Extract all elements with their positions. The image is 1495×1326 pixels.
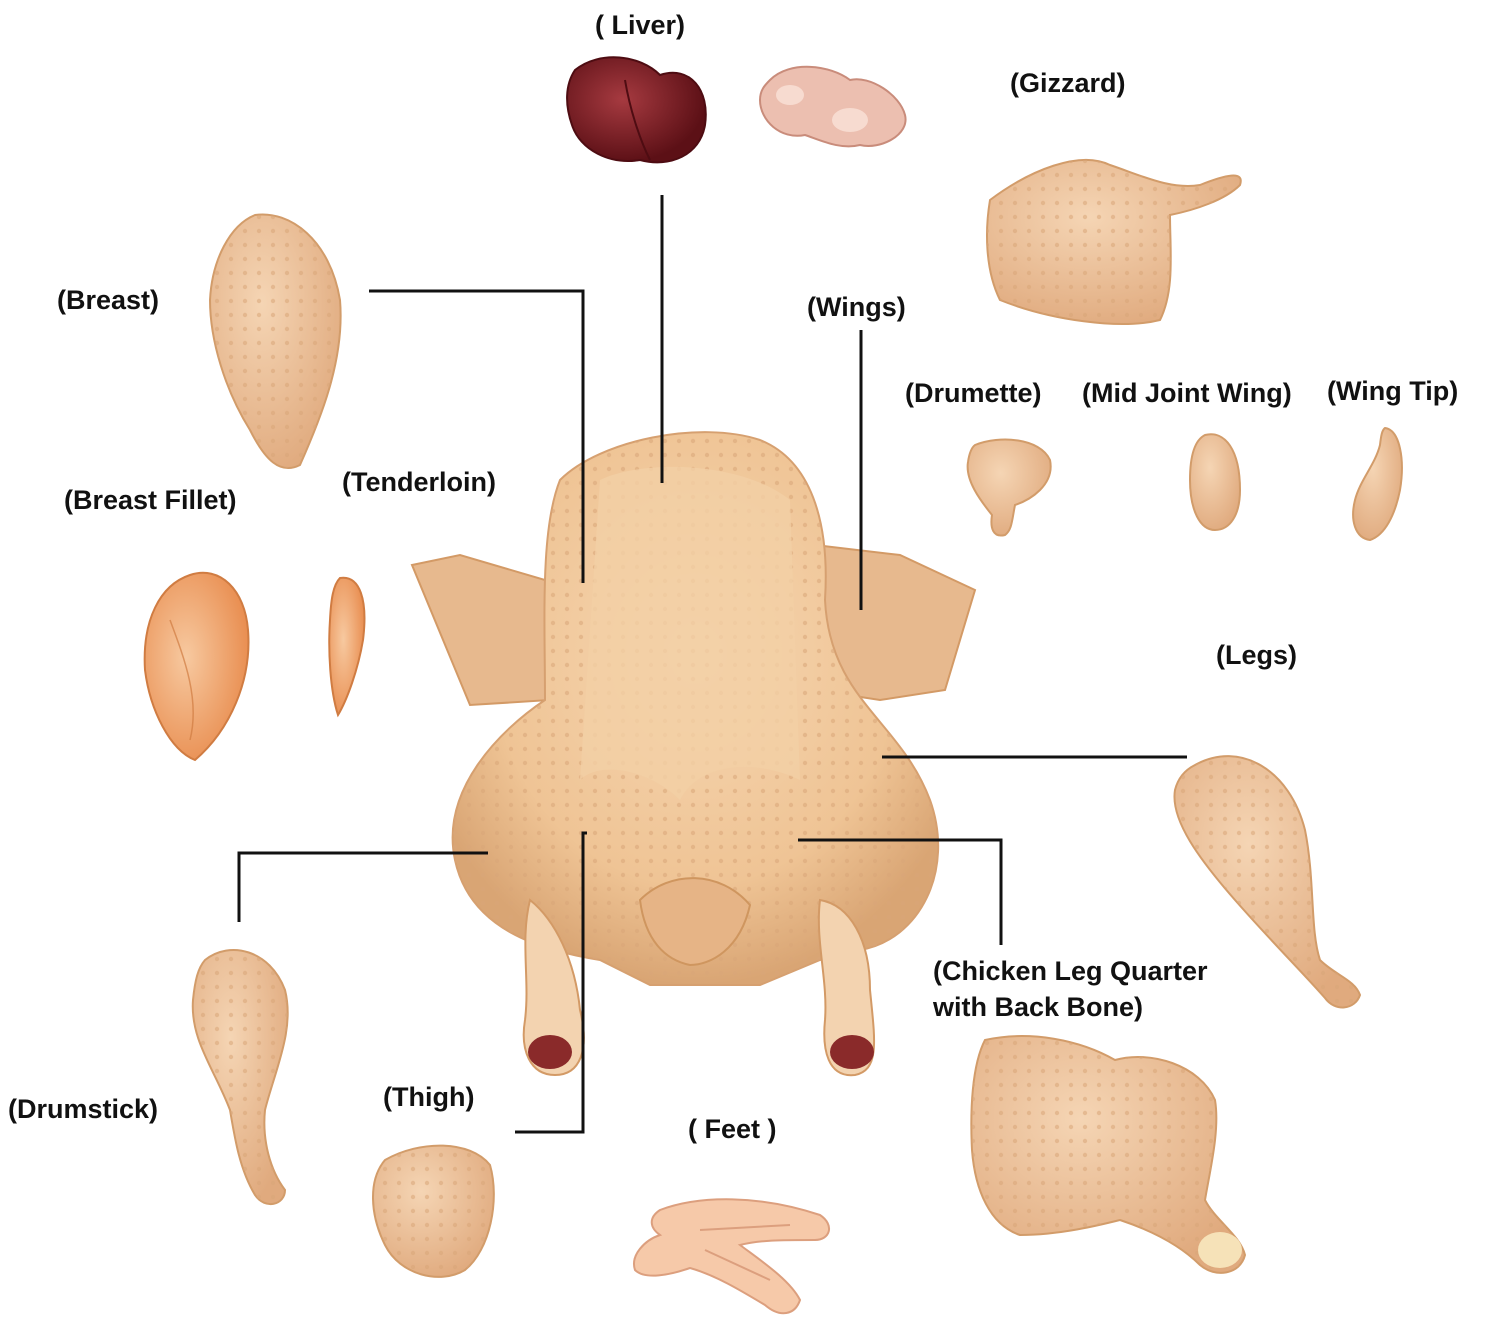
- thigh-image: [373, 1146, 494, 1277]
- label-feet: ( Feet ): [688, 1112, 777, 1147]
- label-breast-fillet: (Breast Fillet): [64, 483, 237, 518]
- drumstick-image: [193, 950, 288, 1204]
- whole-chicken: [412, 432, 975, 1075]
- breast-image: [210, 214, 341, 468]
- whole-chicken-right-leg-bone: [830, 1035, 874, 1069]
- label-wing-tip: (Wing Tip): [1327, 374, 1458, 409]
- feet-image: [634, 1199, 829, 1313]
- whole-chicken-left-wing: [412, 555, 550, 705]
- label-legs: (Legs): [1216, 638, 1297, 673]
- whole-wing-image: [987, 160, 1241, 324]
- label-thigh: (Thigh): [383, 1080, 474, 1115]
- label-wings: (Wings): [807, 290, 906, 325]
- breast-fillet-image: [145, 573, 249, 760]
- label-gizzard: (Gizzard): [1010, 66, 1126, 101]
- liver-image: [567, 57, 706, 162]
- label-drumstick: (Drumstick): [8, 1092, 158, 1127]
- tenderloin-image: [329, 578, 364, 715]
- whole-chicken-left-leg-bone: [528, 1035, 572, 1069]
- label-leg-quarter: (Chicken Leg Quarter with Back Bone): [933, 953, 1208, 1026]
- leader-line-drumstick: [239, 853, 488, 922]
- label-liver: ( Liver): [595, 8, 685, 43]
- drumette-image: [968, 440, 1051, 536]
- label-tenderloin: (Tenderloin): [342, 465, 496, 500]
- gizzard-image: [760, 67, 906, 147]
- mid-joint-wing-image: [1190, 434, 1240, 530]
- leg-quarter-image: [971, 1036, 1245, 1273]
- label-mid-joint-wing: (Mid Joint Wing): [1082, 376, 1292, 411]
- wing-tip-image: [1353, 428, 1402, 540]
- label-drumette: (Drumette): [905, 376, 1042, 411]
- label-breast: (Breast): [57, 283, 159, 318]
